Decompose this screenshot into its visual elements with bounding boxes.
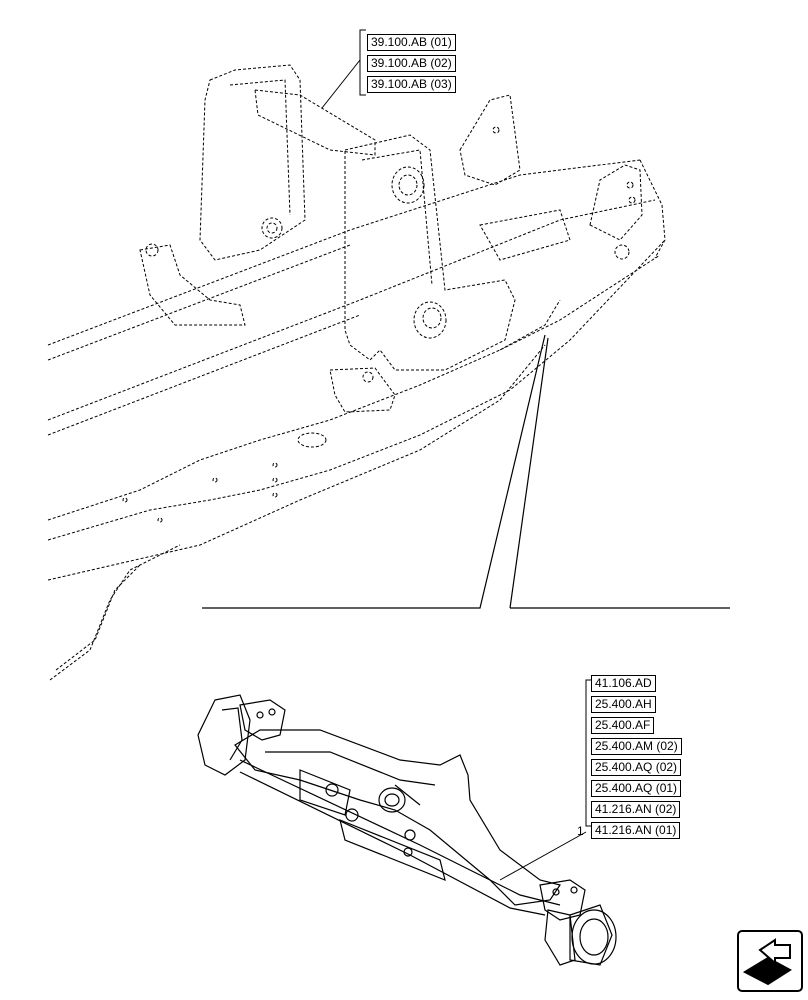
item-number-label: 1: [577, 824, 584, 838]
item-leader: [499, 679, 592, 881]
reference-link[interactable]: 39.100.AB (01): [367, 34, 456, 51]
top-leader: [321, 29, 366, 109]
next-page-button[interactable]: [737, 930, 803, 992]
reference-link[interactable]: 25.400.AH: [591, 696, 656, 713]
reference-link[interactable]: 41.106.AD: [591, 675, 656, 692]
rear-brackets: [459, 94, 643, 261]
reference-link[interactable]: 41.216.AN (02): [591, 801, 681, 818]
cross-member: [139, 64, 376, 326]
frame-holes: [122, 244, 630, 523]
reference-link[interactable]: 39.100.AB (02): [367, 55, 456, 72]
reference-link[interactable]: 25.400.AQ (01): [591, 780, 682, 797]
reference-link[interactable]: 39.100.AB (03): [367, 76, 456, 93]
separator-lines: [202, 334, 730, 609]
pivot-bracket: [329, 134, 516, 413]
reference-link[interactable]: 25.400.AQ (02): [591, 759, 682, 776]
reference-link[interactable]: 41.216.AN (01): [591, 822, 681, 839]
reference-link[interactable]: 25.400.AF: [591, 717, 655, 734]
next-page-arrow-icon[interactable]: [742, 938, 792, 986]
reference-link[interactable]: 25.400.AM (02): [591, 738, 682, 755]
front-axle: [197, 694, 617, 966]
chassis-frame: [47, 159, 666, 681]
